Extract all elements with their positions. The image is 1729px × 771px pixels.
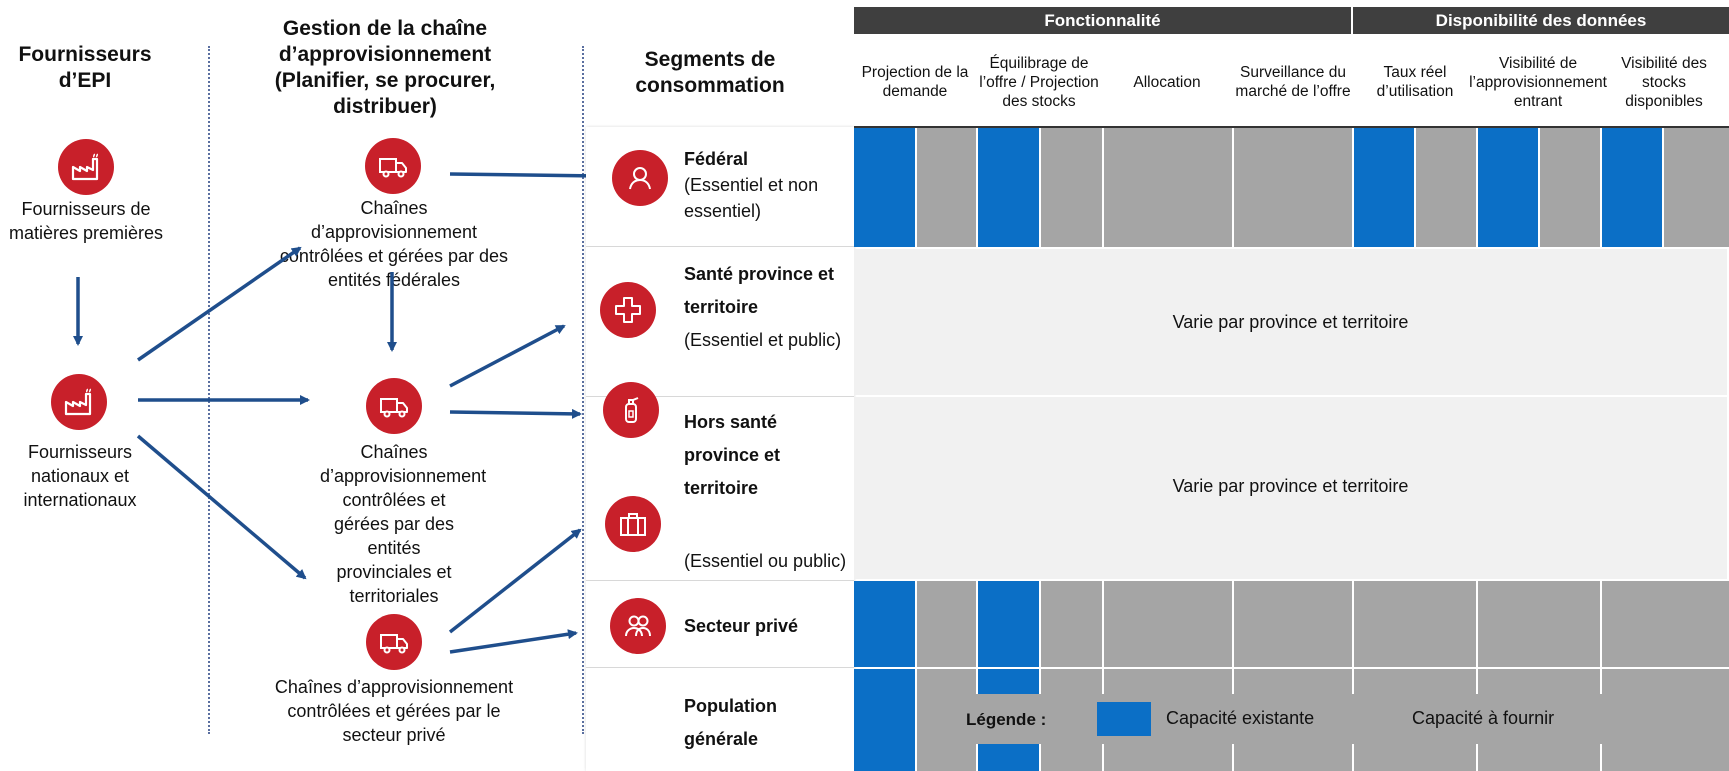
- cell-existing: [978, 581, 1039, 667]
- band-functionality: Fonctionnalité: [854, 7, 1351, 34]
- segment-population-title: Population générale: [684, 696, 777, 749]
- divider-supply: [582, 46, 584, 734]
- provincial-chain-label: Chaînes d’approvisionnement contrôlées e…: [320, 442, 487, 606]
- row-divider: [586, 667, 854, 668]
- varies-health-label: Varie par province et territoire: [1172, 312, 1409, 332]
- segment-private: Secteur privé: [684, 610, 854, 643]
- federal-chain-label: Chaînes d’approvisionnement contrôlées e…: [279, 198, 509, 290]
- national-suppliers-label: Fournisseurs nationaux et internationaux: [23, 442, 137, 510]
- segment-nonhealth: Hors santé province et territoire (Essen…: [684, 406, 854, 578]
- factory-icon: [51, 374, 107, 430]
- col-inbound-visibility: Visibilité de l’approvisionnement entran…: [1469, 54, 1607, 110]
- band-data-availability: Disponibilité des données: [1353, 7, 1729, 34]
- fire-extinguisher-icon: [603, 382, 659, 438]
- row-divider: [586, 580, 854, 581]
- matrix-row-health: [854, 249, 1727, 395]
- col-stock-visibility: Visibilité des stocks disponibles: [1621, 54, 1707, 110]
- cell-existing: [854, 581, 915, 667]
- cell-existing: [1602, 128, 1662, 247]
- segment-health-title: Santé province et territoire: [684, 264, 835, 317]
- legend-existing-swatch: [1097, 702, 1151, 736]
- cell-to-provide: [1041, 128, 1102, 247]
- arrow-provincial-to-nonhealth: [449, 408, 582, 419]
- cell-to-provide: [917, 581, 976, 667]
- medical-cross-icon: [600, 282, 656, 338]
- col-allocation: Allocation: [1133, 73, 1201, 91]
- col-demand-projection: Projection de la demande: [861, 64, 969, 100]
- cell-to-provide: [917, 128, 976, 247]
- arrow-national-to-private: [136, 434, 307, 580]
- cell-to-provide: [1234, 581, 1352, 667]
- cell-to-provide: [1416, 128, 1476, 247]
- row-divider: [586, 396, 854, 397]
- legend-title: Légende :: [966, 710, 1047, 729]
- raw-material-suppliers-label: Fournisseurs de matières premières: [8, 199, 164, 243]
- cell-existing: [1478, 128, 1538, 247]
- cell-to-provide: [1664, 128, 1729, 247]
- briefcase-icon: [605, 496, 661, 552]
- segment-federal-title: Fédéral: [684, 149, 749, 169]
- legend-to-provide-label: Capacité à fournir: [1412, 708, 1555, 728]
- cell-to-provide: [1354, 581, 1476, 667]
- cell-existing: [1354, 128, 1414, 247]
- col-market-monitoring: Surveillance du marché de l’offre: [1235, 64, 1351, 100]
- segment-nonhealth-title: Hors santé province et territoire: [684, 412, 781, 498]
- col-usage-rate: Taux réel d’utilisation: [1376, 64, 1454, 100]
- segment-population: Population générale: [684, 690, 854, 756]
- private-chain-label: Chaînes d’approvisionnement contrôlées e…: [274, 677, 514, 745]
- cell-existing: [854, 128, 915, 247]
- people-icon: [610, 598, 666, 654]
- segment-health: Santé province et territoire (Essentiel …: [684, 258, 854, 357]
- legend: Légende : Capacité existante Capacité à …: [952, 694, 1642, 744]
- cell-to-provide: [1478, 581, 1600, 667]
- matrix-row-nonhealth: [854, 397, 1727, 579]
- truck-icon: [366, 378, 422, 434]
- suppliers-header: Fournisseurs d’EPI: [18, 43, 152, 92]
- cell-existing: [978, 128, 1039, 247]
- cell-to-provide: [1602, 581, 1729, 667]
- cell-to-provide: [1041, 581, 1102, 667]
- legend-existing-label: Capacité existante: [1166, 708, 1315, 728]
- truck-icon: [366, 614, 422, 670]
- factory-icon: [58, 139, 114, 195]
- matrix-top-rule: [854, 126, 1729, 128]
- divider-suppliers: [208, 46, 210, 734]
- segment-federal: Fédéral (Essentiel et non essentiel): [684, 146, 844, 224]
- cell-to-provide: [1104, 128, 1232, 247]
- cell-to-provide: [1540, 128, 1600, 247]
- arrow-federal-to-fed-segment: [449, 170, 602, 181]
- segments-header: Segments de consommation: [635, 48, 785, 97]
- cell-to-provide: [1234, 128, 1352, 247]
- col-supply-balance: Équilibrage de l’offre / Projection des …: [979, 54, 1099, 110]
- row-divider: [586, 246, 854, 247]
- segment-column-box: [586, 127, 854, 771]
- segment-federal-sub: (Essentiel et non essentiel): [684, 175, 819, 221]
- cell-existing: [854, 669, 915, 771]
- arrow-provincial-to-health: [449, 324, 566, 388]
- arrow-private-to-private-segment: [449, 629, 578, 654]
- supply-chain-header: Gestion de la chaîne d’approvisionnement…: [274, 17, 496, 118]
- segment-private-title: Secteur privé: [684, 616, 799, 636]
- arrow-private-to-nonhealth: [448, 528, 582, 634]
- person-icon: [612, 150, 668, 206]
- truck-icon: [365, 138, 421, 194]
- segment-health-sub: (Essentiel et public): [684, 330, 842, 350]
- cell-to-provide: [1104, 581, 1232, 667]
- varies-nonhealth-label: Varie par province et territoire: [1172, 476, 1409, 496]
- arrow-national-to-federal: [137, 246, 302, 362]
- segment-nonhealth-sub: (Essentiel ou public): [684, 551, 847, 571]
